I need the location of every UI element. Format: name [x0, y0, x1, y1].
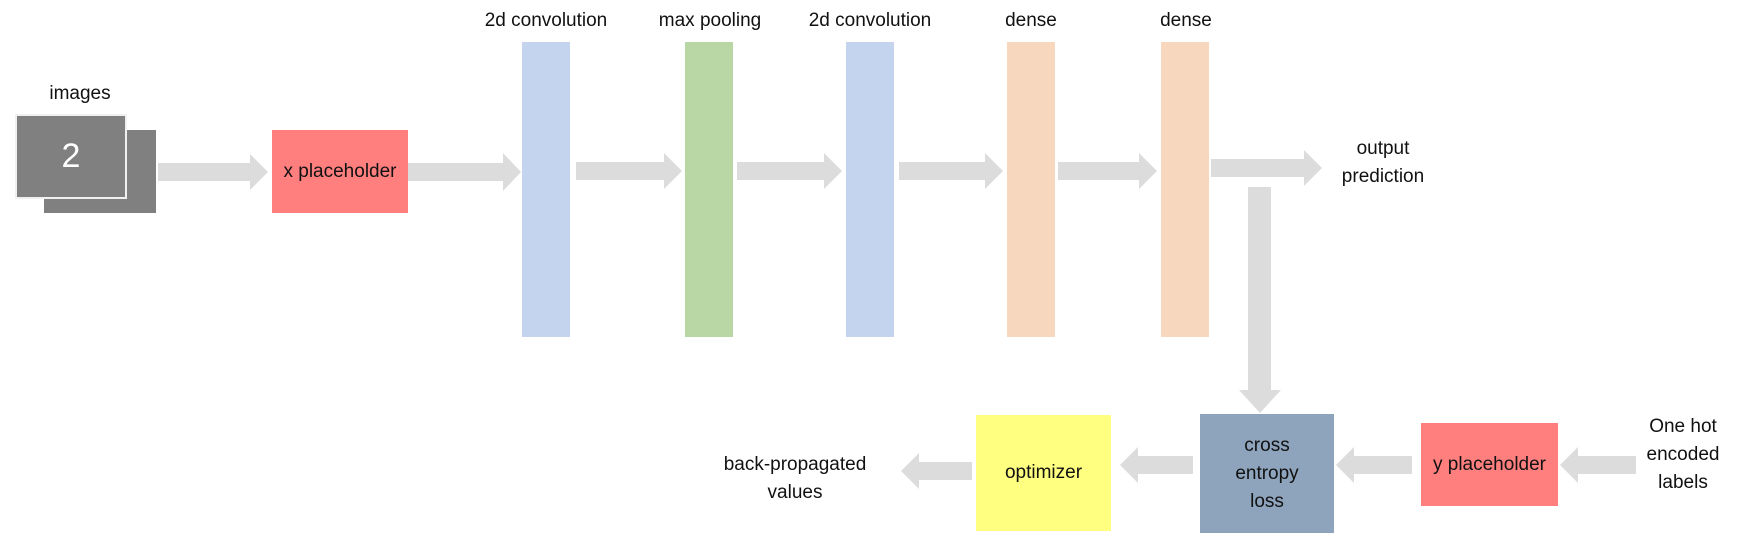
arrow-dense1-to-dense2 [1058, 153, 1157, 189]
arrow-labels-to-y [1560, 447, 1636, 483]
conv1-layer [522, 42, 570, 337]
dense1-layer [1007, 42, 1055, 337]
labels-line3: labels [1658, 472, 1708, 493]
loss-line1: cross [1244, 434, 1290, 456]
layer-label-dense2: dense [1160, 10, 1212, 31]
image-front-card: 2 [15, 114, 127, 199]
backprop-line1: back-propagated [723, 454, 867, 475]
loss-line3: loss [1250, 490, 1284, 512]
optimizer-box: optimizer [976, 415, 1111, 531]
pool-layer [685, 42, 733, 337]
conv2-layer [846, 42, 894, 337]
arrow-conv2-to-dense1 [899, 153, 1003, 189]
arrow-y-to-loss [1336, 447, 1412, 483]
output-label-line1: output [1356, 138, 1410, 159]
images-label: images [49, 83, 111, 104]
arrow-optimizer-to-backprop [901, 453, 972, 489]
arrow-conv1-to-pool [576, 153, 682, 189]
labels-line1: One hot [1649, 416, 1717, 437]
arrow-x-to-conv1 [408, 153, 521, 191]
x-placeholder-box: x placeholder [272, 130, 408, 213]
layer-label-dense1: dense [1005, 10, 1057, 31]
digit-text: 2 [61, 137, 81, 175]
dense2-layer [1161, 42, 1209, 337]
output-label-line2: prediction [1341, 166, 1425, 187]
y-placeholder-box: y placeholder [1421, 423, 1558, 506]
arrow-output-to-loss [1239, 187, 1281, 413]
labels-line2: encoded [1646, 444, 1720, 465]
arrow-pool-to-conv2 [737, 153, 842, 189]
backprop-line2: values [767, 482, 823, 503]
arrow-dense2-to-output [1211, 150, 1322, 186]
arrow-loss-to-optimizer [1120, 447, 1193, 483]
cross-entropy-loss-box: cross entropy loss [1200, 414, 1334, 533]
arrow-images-to-x [158, 154, 268, 190]
loss-line2: entropy [1235, 462, 1299, 484]
layer-label-pool: max pooling [658, 10, 762, 31]
layer-label-conv1: 2d convolution [484, 10, 608, 31]
layer-label-conv2: 2d convolution [808, 10, 932, 31]
